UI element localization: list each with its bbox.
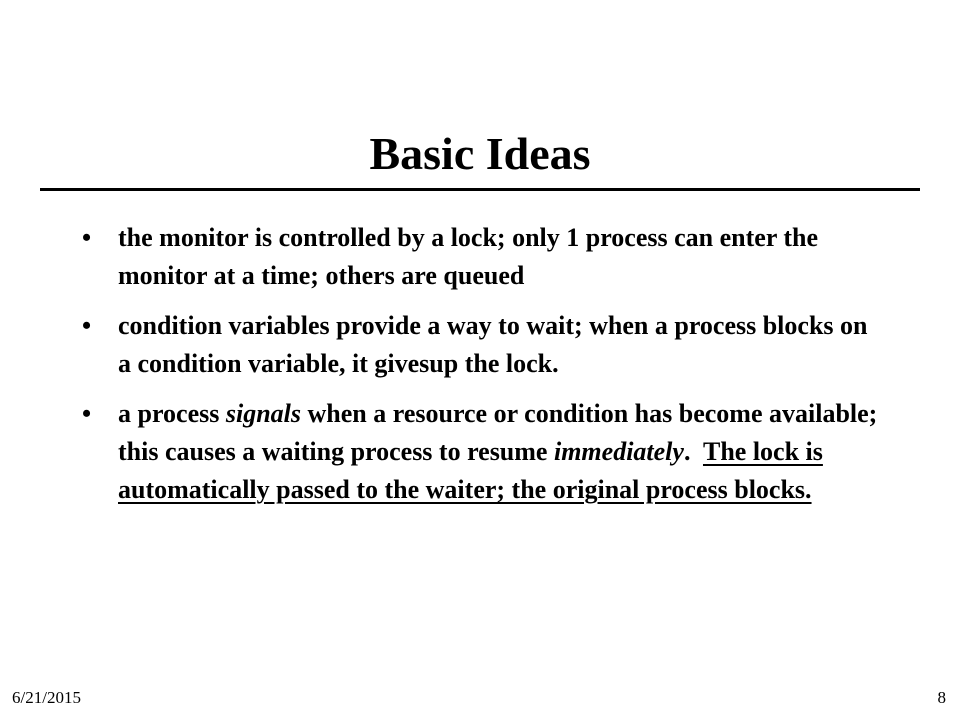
page-number: 8 [937,688,947,707]
bullet-marker: • [82,223,92,252]
bullet-text-segment: a process [118,399,226,428]
bullet-emphasis-signals: signals [225,399,302,428]
bullet-list: • the monitor is controlled by a lock; o… [78,219,878,521]
bullet-emphasis-immediately: immediately [553,437,684,466]
bullet-item: • a process signals when a resource or c… [78,395,878,509]
slide-title: Basic Ideas [369,128,591,179]
bullet-text: condition variables provide a way to wai… [118,311,868,378]
title-divider [40,188,920,191]
footer-date: 6/21/2015 [12,688,81,707]
bullet-marker: • [82,311,92,340]
bullet-text-segment: . [683,437,703,466]
bullet-text-segment: when a resource or condition has become … [118,399,878,466]
bullet-text: the monitor is controlled by a lock; onl… [118,223,819,290]
bullet-marker: • [82,399,92,428]
bullet-underlined-statement: The lock is automatically passed to the … [118,437,823,504]
bullet-item: • the monitor is controlled by a lock; o… [78,219,878,295]
bullet-item: • condition variables provide a way to w… [78,307,878,383]
